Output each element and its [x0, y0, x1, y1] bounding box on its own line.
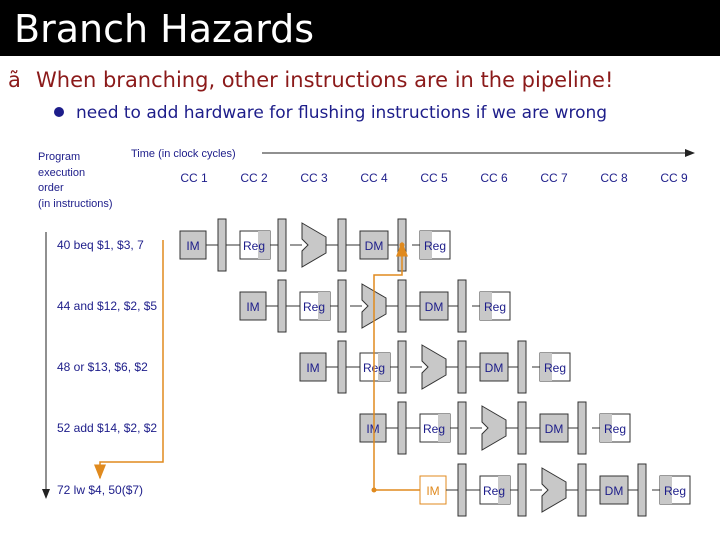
branch-jump-arrow [94, 240, 164, 480]
alu-stage [301, 222, 327, 268]
bullet-main-text: When branching, other instructions are i… [36, 68, 614, 92]
pipeline-register [637, 463, 647, 517]
im-stage [299, 352, 327, 382]
pipeline-register [277, 218, 287, 272]
reg-writeback-label: Reg [544, 361, 566, 375]
pipeline-register [457, 279, 467, 333]
alu-stage [421, 344, 447, 390]
time-axis-label: Time (in clock cycles) [131, 148, 236, 160]
cycle-label: CC 6 [480, 171, 508, 185]
reg-stage-label: Reg [423, 422, 445, 436]
pipeline-register [217, 218, 227, 272]
alu-stage [541, 467, 567, 513]
cycle-label: CC 8 [600, 171, 628, 185]
instruction-label: 40 beq $1, $3, 7 [57, 238, 144, 252]
instruction-label: 52 add $14, $2, $2 [57, 421, 157, 435]
cycle-label: CC 5 [420, 171, 448, 185]
bullet-dot-icon [54, 107, 64, 117]
reg-writeback-shade [600, 414, 612, 442]
reg-writeback-shade [420, 231, 432, 259]
pipeline-register [577, 401, 587, 455]
instruction-row: 40 beq $1, $3, 7 IM Reg DM Reg [57, 218, 451, 272]
reg-writeback-shade [660, 476, 672, 504]
pipeline-register [457, 401, 467, 455]
dm-stage-label: DM [605, 484, 624, 498]
reg-stage-label: Reg [243, 239, 265, 253]
branch-target-dot [371, 487, 377, 493]
pipeline-register [397, 279, 407, 333]
reg-writeback-shade [480, 292, 492, 320]
reg-stage-shade [498, 476, 510, 504]
pipeline-register [337, 340, 347, 394]
cycle-labels: CC 1 CC 2 CC 3 CC 4 CC 5 CC 6 CC 7 CC 8 CC 9 [180, 171, 688, 185]
order-label-line: Program [38, 151, 80, 163]
instruction-row: 72 lw $4, 50($7) IM Reg DM Reg [57, 463, 691, 517]
instruction-label: 72 lw $4, 50($7) [57, 483, 143, 497]
bullet-sub: need to add hardware for flushing instru… [54, 103, 607, 123]
order-label-line: order [38, 182, 64, 194]
dm-stage-label: DM [365, 239, 384, 253]
reg-stage-shade [258, 231, 270, 259]
im-stage-label: IM [306, 361, 319, 375]
pipeline-register [517, 463, 527, 517]
bullet-main: ã When branching, other instructions are … [8, 68, 613, 92]
alu-stage [481, 405, 507, 451]
pipeline-register [577, 463, 587, 517]
im-stage-label: IM [426, 484, 439, 498]
pipeline-register [337, 279, 347, 333]
order-label-line: execution [38, 167, 85, 179]
reg-stage-shade [318, 292, 330, 320]
cycle-label: CC 1 [180, 171, 208, 185]
pipeline-register [277, 279, 287, 333]
dm-stage [599, 475, 629, 505]
pipeline-register [397, 401, 407, 455]
reg-stage-label: Reg [483, 484, 505, 498]
program-order-label: Program execution order (in instructions… [38, 151, 113, 210]
instruction-row: 52 add $14, $2, $2 IM Reg DM Reg [57, 401, 631, 455]
reg-writeback-label: Reg [424, 239, 446, 253]
dm-stage [419, 291, 449, 321]
reg-writeback-label: Reg [604, 422, 626, 436]
dm-stage-label: DM [545, 422, 564, 436]
im-stage-label: IM [246, 300, 259, 314]
dm-stage [539, 413, 569, 443]
reg-stage-shade [378, 353, 390, 381]
reg-stage-shade [438, 414, 450, 442]
pipeline-diagram: Program execution order (in instructions… [38, 148, 695, 517]
pipeline-register [517, 340, 527, 394]
pipeline-register [457, 463, 467, 517]
cycle-label: CC 4 [360, 171, 388, 185]
pipeline-register [397, 340, 407, 394]
reg-writeback-label: Reg [664, 484, 686, 498]
slide-title: Branch Hazards [14, 7, 315, 51]
cycle-label: CC 2 [240, 171, 268, 185]
reg-writeback-label: Reg [484, 300, 506, 314]
cycle-label: CC 7 [540, 171, 568, 185]
reg-writeback-shade [540, 353, 552, 381]
im-stage-label: IM [366, 422, 379, 436]
pipeline-register [337, 218, 347, 272]
dm-stage-label: DM [425, 300, 444, 314]
instruction-label: 48 or $13, $6, $2 [57, 360, 148, 374]
im-stage-label: IM [186, 239, 199, 253]
dm-stage-label: DM [485, 361, 504, 375]
instruction-label: 44 and $12, $2, $5 [57, 299, 157, 313]
title-bar: Branch Hazards [0, 0, 720, 56]
cycle-label: CC 9 [660, 171, 688, 185]
bullet-sub-text: need to add hardware for flushing instru… [76, 103, 608, 123]
instruction-row: 44 and $12, $2, $5 IM Reg DM Reg [57, 279, 511, 333]
reg-stage-label: Reg [303, 300, 325, 314]
cycle-label: CC 3 [300, 171, 328, 185]
pipeline-register [457, 340, 467, 394]
im-stage [179, 230, 207, 260]
bullet-marker: ã [8, 68, 21, 92]
im-stage [419, 475, 447, 505]
branch-target-wire [373, 245, 420, 491]
pipeline-register [517, 401, 527, 455]
dm-stage [479, 352, 509, 382]
branch-flush-path [94, 240, 420, 493]
order-label-line: (in instructions) [38, 198, 113, 210]
